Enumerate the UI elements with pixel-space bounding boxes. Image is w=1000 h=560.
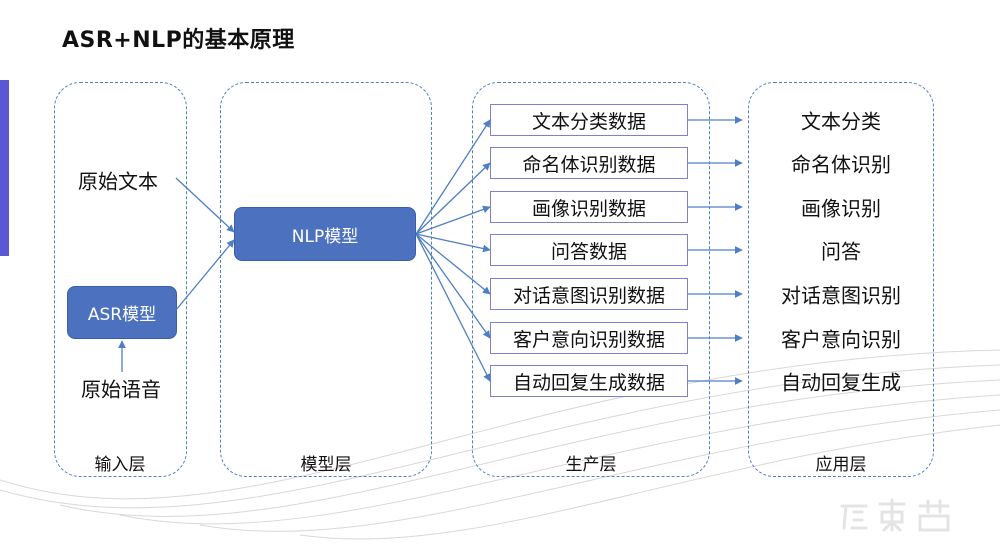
arrow-asr-to-nlp <box>175 239 235 311</box>
watermark-logo <box>840 498 950 532</box>
application-layer-label: 应用层 <box>815 455 867 475</box>
input-layer-label: 输入层 <box>94 455 146 475</box>
production-layer-label: 生产层 <box>565 455 617 475</box>
application-item-dialog-intent: 对话意图识别 <box>781 283 901 308</box>
arrow-raw-text-to-nlp <box>175 177 235 233</box>
slide-title: ASR+NLP的基本原理 <box>62 28 295 53</box>
application-item-profile-recognition: 画像识别 <box>801 196 881 221</box>
application-item-customer-intent: 客户意向识别 <box>781 327 901 352</box>
arrow-nlp-to-production-2 <box>415 205 491 235</box>
input-layer-frame <box>54 82 187 477</box>
production-item-text-classification-data: 文本分类数据 <box>490 104 688 136</box>
accent-bar <box>0 80 9 256</box>
arrow-nlp-to-production-4 <box>415 233 491 295</box>
application-item-ner: 命名体识别 <box>791 152 891 177</box>
application-item-qa: 问答 <box>821 239 861 264</box>
production-item-ner-data: 命名体识别数据 <box>490 147 688 179</box>
raw-speech-node: 原始语音 <box>81 377 161 402</box>
production-item-auto-reply-data: 自动回复生成数据 <box>490 365 688 397</box>
model-layer-label: 模型层 <box>300 455 352 475</box>
model-layer-frame <box>220 82 432 477</box>
raw-text-node: 原始文本 <box>78 169 158 194</box>
production-item-customer-intent-data: 客户意向识别数据 <box>490 322 688 354</box>
arrow-nlp-to-production-0 <box>415 119 491 235</box>
application-item-auto-reply: 自动回复生成 <box>781 370 901 395</box>
arrow-nlp-to-production-3 <box>415 233 491 253</box>
application-layer-frame <box>748 82 934 477</box>
asr-model-node: ASR模型 <box>67 286 177 339</box>
production-item-profile-recognition-data: 画像识别数据 <box>490 191 688 223</box>
nlp-model-node: NLP模型 <box>234 207 416 261</box>
arrow-nlp-to-production-5 <box>415 233 491 339</box>
production-item-qa-data: 问答数据 <box>490 234 688 266</box>
production-item-dialog-intent-data: 对话意图识别数据 <box>490 278 688 310</box>
application-item-text-classification: 文本分类 <box>801 109 881 134</box>
arrow-nlp-to-production-6 <box>415 233 491 382</box>
arrow-nlp-to-production-1 <box>415 162 491 235</box>
